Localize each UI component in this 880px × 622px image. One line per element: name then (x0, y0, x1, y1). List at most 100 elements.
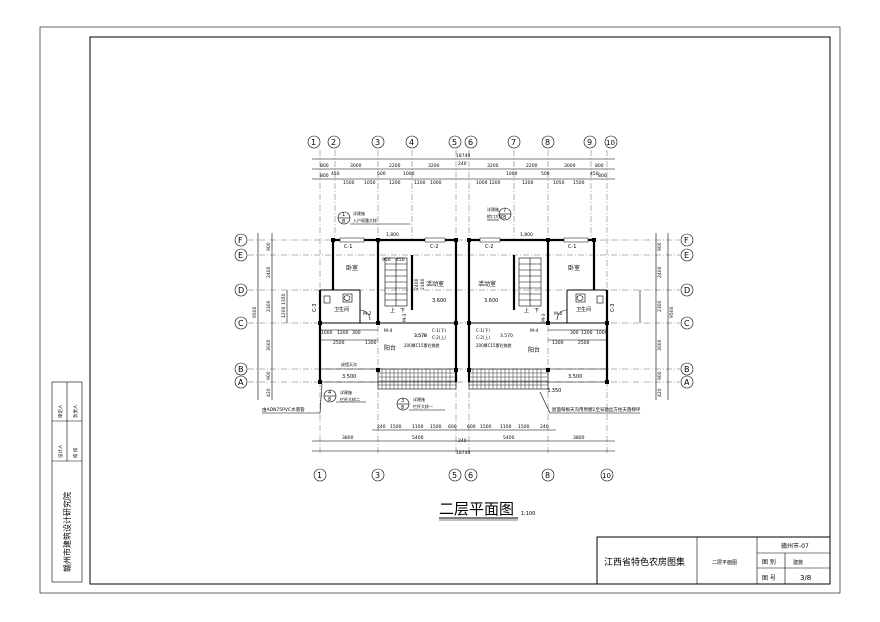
inner-bottom-4r: 1300 (552, 340, 564, 346)
right-dimensions: 9500 900 2400 2300 3000 900 420 (639, 233, 675, 400)
dim-3578-left: 3,578 (414, 333, 427, 339)
axis-bottom-1: 1 (317, 471, 322, 480)
note-c2-left: C-2(上) (432, 334, 446, 340)
bottom2-2: 240 (458, 438, 467, 444)
total-depth-right: 9500 (669, 306, 675, 318)
axis-right-F: F (684, 236, 689, 245)
top2-6: 1000 (403, 171, 415, 177)
dim-1800-left: 1,800 (386, 232, 399, 238)
note-ref-a2: 详建施 (487, 206, 499, 212)
number-value: 3/8 (800, 574, 811, 582)
walls (318, 238, 609, 384)
dim-950: 950 (382, 257, 391, 263)
room-activity-right: 活动室 (478, 280, 496, 288)
ref-8-bottom: 8 (328, 397, 331, 403)
inner-bottom-4: 1300 (365, 340, 377, 346)
right-0: 900 (657, 242, 663, 251)
top2-4: 500 (377, 171, 386, 177)
axis-right-B: B (684, 365, 690, 374)
ref-1-top: 1 (342, 212, 345, 218)
top1-4: 240 (458, 161, 467, 167)
door-m3-left: M-3 (402, 313, 408, 322)
axis-top-7: 7 (511, 138, 516, 147)
bath-fixtures (323, 293, 604, 304)
elev-c-left: 3.570 (414, 333, 427, 339)
side-row1-b: 校 核 (72, 447, 79, 458)
ref-3-bottom: 3 (401, 398, 404, 404)
top1-2: 2200 (389, 163, 401, 169)
elev-balcony-right: 3.500 (568, 374, 582, 380)
axis-left-A: A (238, 378, 244, 387)
top-dimensions: 18740 800 3000 2200 3200 240 3200 2200 3… (312, 153, 615, 186)
window-c2-left: C-2 (430, 244, 438, 250)
axis-bottom-6: 6 (468, 471, 473, 480)
ref-8-top2: 8 (503, 215, 506, 221)
bottom1-9: 240 (540, 424, 549, 430)
stair-up-left: 上 (390, 307, 395, 314)
axis-top-2: 2 (331, 138, 336, 147)
windows: C-1 C-2 C-2 C-1 C-3 C-3 (312, 237, 616, 312)
bottom1-4: 600 (448, 424, 457, 430)
sheet-name: 二层平面图 (712, 560, 737, 566)
doors: M-2 M-2 M-3 M-4 M-3 M-4 C-1(下) C-2(上) C-… (359, 309, 568, 340)
inner-bottom-3: 2500 (333, 340, 345, 346)
bottom2-4: 3800 (573, 435, 585, 441)
axis-top-4: 4 (409, 138, 414, 147)
bottom2-3: 5400 (503, 435, 515, 441)
note-ref-b: 入户雨篷大样 (353, 217, 377, 223)
note-ref-e: 栏杆大样二 (340, 396, 360, 402)
window-c3-left: C-3 (312, 304, 318, 312)
top1-8: 800 (595, 163, 604, 169)
bottom1-2: 1100 (412, 424, 424, 430)
axis-right-D: D (684, 286, 690, 295)
category-value: 建施 (793, 559, 803, 566)
inner-bottom-2r: 300 (570, 330, 579, 336)
right-2: 2300 (657, 300, 663, 312)
inner-bottom-1r: 1200 (581, 330, 593, 336)
total-width-bottom: 18740 (456, 450, 470, 456)
top2-13: 500 (541, 171, 550, 177)
axis-right-E: E (684, 251, 689, 260)
left-2: 2300 (266, 300, 272, 312)
room-bath-right: 卫生间 (576, 306, 591, 313)
window-c2-right: C-2 (485, 244, 493, 250)
ref-4-bottom: 4 (328, 390, 331, 396)
bottom1-6: 1500 (480, 424, 492, 430)
right-3: 3000 (657, 339, 663, 351)
note-c2-right: C-2(上) (476, 334, 490, 340)
bottom2-1: 5400 (412, 435, 424, 441)
door-m4-right: M-4 (530, 328, 539, 334)
stair-up-right: 上 (524, 307, 529, 314)
axis-left-E: E (238, 251, 243, 260)
note-ref-c: 檐口大样 (487, 213, 503, 219)
axis-top-1: 1 (311, 138, 316, 147)
axis-top-5: 5 (452, 138, 457, 147)
inner-bottom-2: 300 (352, 330, 361, 336)
top1-6: 2200 (526, 163, 538, 169)
axis-left-B: B (238, 365, 244, 374)
inner-bottom-0r: 1000 (596, 330, 608, 336)
left-dimensions: 9500 900 2400 2300 3000 900 420 1350 120… (252, 233, 288, 400)
right-1: 2400 (657, 266, 663, 278)
left-axis-bubbles: F E D C B A (234, 233, 248, 389)
room-labels: 卧室 活动室 3.600 卫生间 阳台 3.500 3.570 卧室 活动室 3… (334, 264, 591, 394)
stairs: 上 下 上 下 (384, 257, 542, 314)
ref-8-bottom2: 8 (401, 405, 404, 411)
top2-11: 1000 (506, 171, 518, 177)
axis-right-C: C (684, 319, 690, 328)
drawing-title: 二层平面图 1:100 (439, 500, 535, 521)
elev-activity-right: 3.600 (484, 298, 498, 304)
elev-activity-left: 3.600 (432, 298, 446, 304)
drawing-scale: 1:100 (521, 511, 535, 517)
left-4: 900 (266, 371, 272, 380)
inner-left-0: 1350 (281, 293, 287, 305)
window-c1-left: C-1 (344, 244, 352, 250)
axis-top-6: 6 (468, 138, 473, 147)
top2-12: 1200 (522, 180, 534, 186)
top1-7: 3000 (564, 163, 576, 169)
ref-7-top: 7 (503, 208, 506, 214)
window-c1-right: C-1 (568, 244, 576, 250)
top2-15: 1500 (573, 180, 585, 186)
axis-top-8: 8 (545, 138, 550, 147)
